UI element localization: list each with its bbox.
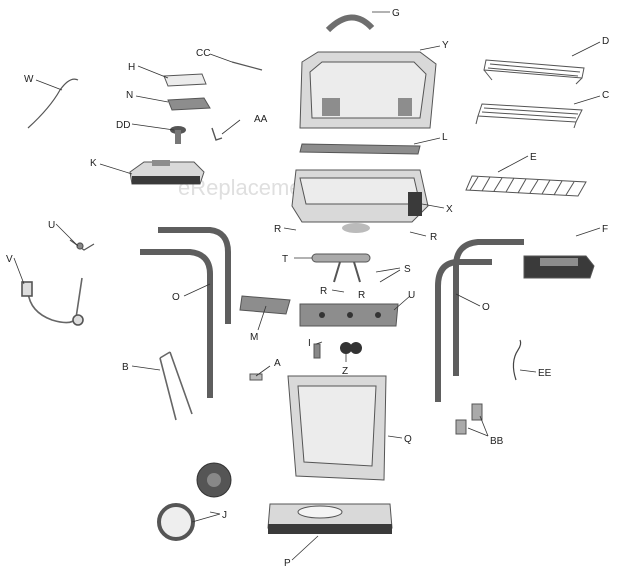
label-j: J: [222, 510, 227, 521]
leader-lines: [13, 11, 601, 561]
label-l: L: [442, 132, 448, 143]
part-warming-rack: [483, 59, 585, 85]
label-u-left: U: [48, 220, 55, 231]
part-hook: [512, 339, 522, 381]
label-s: S: [404, 264, 411, 275]
label-g: G: [392, 8, 400, 19]
part-control-knobs: [340, 342, 362, 354]
part-base-tray: [267, 503, 393, 534]
label-i: I: [308, 338, 311, 349]
part-leg-left: [140, 227, 231, 398]
label-o-left: O: [172, 292, 180, 303]
part-side-shelf-left: [129, 160, 205, 185]
part-labels: G CC Y D W H N C DD AA L K E X U R R F V…: [6, 8, 609, 569]
label-t: T: [282, 254, 288, 265]
part-dd-knob: [170, 126, 186, 144]
label-r-left: R: [274, 224, 281, 235]
label-u-panel: U: [408, 290, 415, 301]
label-ee: EE: [538, 368, 552, 379]
part-n-bracket: [167, 97, 211, 111]
label-r-right: R: [430, 232, 437, 243]
part-cooking-grate: [465, 175, 587, 197]
label-cc: CC: [196, 48, 210, 59]
label-m: M: [250, 332, 258, 343]
label-a: A: [274, 358, 281, 369]
label-aa: AA: [254, 114, 268, 125]
part-gas-hose: [21, 277, 84, 326]
label-v: V: [6, 254, 13, 265]
part-firebox: [291, 169, 429, 233]
part-igniter-wire: [27, 78, 79, 129]
part-handle: [325, 14, 375, 33]
label-e: E: [530, 152, 537, 163]
part-m-plate: [239, 295, 291, 315]
label-z: Z: [342, 366, 348, 377]
part-lid: [299, 51, 437, 129]
part-aa-clip: [211, 127, 223, 141]
part-cc-screw: [231, 61, 263, 71]
label-p: P: [284, 558, 291, 569]
part-burner: [311, 253, 371, 283]
label-r-middle-left: R: [320, 286, 327, 297]
part-a-clip: [249, 373, 263, 381]
label-c: C: [602, 90, 609, 101]
label-f: F: [602, 224, 608, 235]
part-side-shelf-right: [523, 255, 595, 279]
part-fittings: [455, 403, 483, 435]
label-q: Q: [404, 434, 412, 445]
label-h: H: [128, 62, 135, 73]
label-o-right: O: [482, 302, 490, 313]
part-h-plate: [163, 73, 207, 87]
label-x: X: [446, 204, 453, 215]
part-tank-ring: [157, 462, 232, 541]
label-w: W: [24, 74, 34, 85]
part-cooking-rack-upper: [475, 103, 583, 129]
part-door: [287, 375, 387, 481]
part-heat-shield: [299, 143, 421, 155]
part-control-panel: [299, 303, 399, 327]
label-k: K: [90, 158, 97, 169]
label-b: B: [122, 362, 129, 373]
part-leg-frame: [159, 351, 193, 421]
part-igniter-button: [313, 343, 321, 359]
part-leg-right: [435, 239, 524, 402]
part-igniter-left: [69, 239, 95, 251]
label-r-middle-right: R: [358, 290, 365, 301]
label-y: Y: [442, 40, 449, 51]
label-n: N: [126, 90, 133, 101]
label-d: D: [602, 36, 609, 47]
label-bb: BB: [490, 436, 504, 447]
label-dd: DD: [116, 120, 130, 131]
